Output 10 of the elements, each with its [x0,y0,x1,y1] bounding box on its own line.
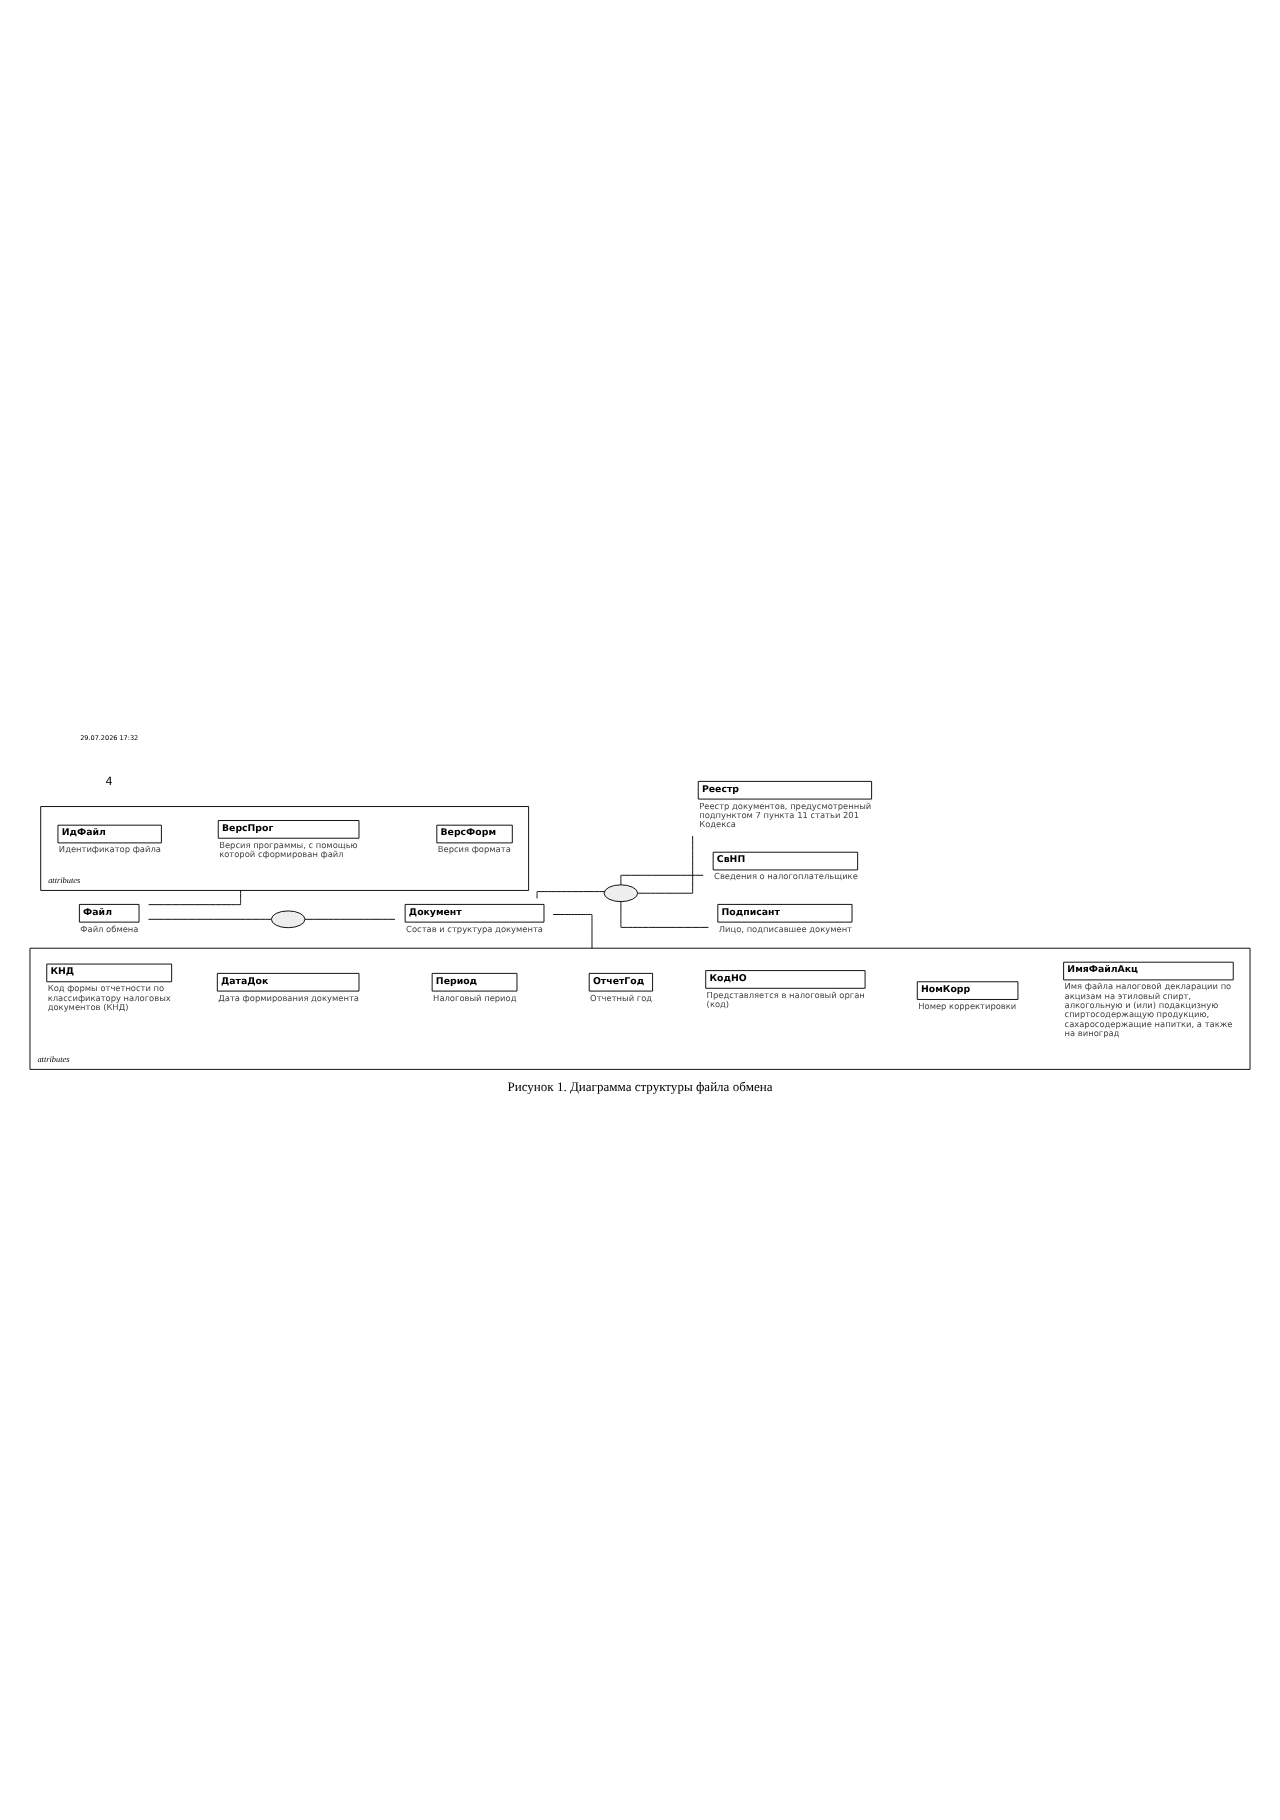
connector [620,901,709,928]
connector [304,918,396,920]
connector [148,889,242,906]
node-ellipse [603,884,639,903]
node-ellipse [270,910,306,929]
connector [552,914,593,949]
connector [536,891,605,899]
connector [620,874,704,886]
connector [148,918,272,920]
connector [637,835,694,894]
